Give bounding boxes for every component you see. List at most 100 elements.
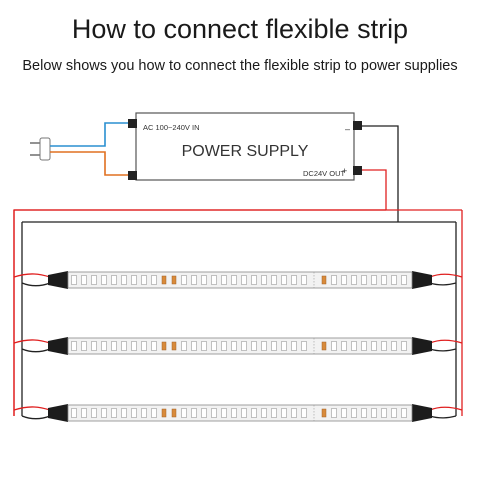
strip-resistor [321,275,327,285]
positive-sign: + [342,166,347,176]
strip-led [241,341,247,351]
strip-led [371,275,377,285]
strip-led [151,408,157,418]
strip-led [381,341,387,351]
strip-led [101,275,107,285]
strip-led [191,341,197,351]
strip-led [391,275,397,285]
strip-resistor [171,275,177,285]
strip-led [331,341,337,351]
strip-led [91,275,97,285]
strip-led [401,341,407,351]
strip-led [351,408,357,418]
strip-led [101,341,107,351]
strip-led [281,408,287,418]
strip-led [131,275,137,285]
strip-led [271,275,277,285]
strip-led [151,275,157,285]
strip-led [81,341,87,351]
strip-led [111,341,117,351]
strip-led [291,341,297,351]
ac-live-wire [50,122,134,147]
strip-led [251,341,257,351]
strip-led [201,341,207,351]
strip-led [281,275,287,285]
power-supply: AC 100~240V IN POWER SUPPLY DC24V OUT – … [128,112,362,181]
strip-led [391,341,397,351]
strip-led [181,408,187,418]
strip-resistor [321,341,327,351]
output-terminal-negative [353,121,362,130]
positive-bus-path [13,209,463,416]
strip-led [381,275,387,285]
strip-led [281,341,287,351]
strip-led [341,341,347,351]
strip-led [201,275,207,285]
strip-led [221,275,227,285]
strip-led [101,408,107,418]
strip-led [241,408,247,418]
strip-led [131,408,137,418]
strip-led [231,408,237,418]
strip-2 [13,337,463,355]
strip-led [291,275,297,285]
strip-led [141,275,147,285]
strip-led [181,275,187,285]
strip-positive-lead-right [429,406,463,411]
strip-positive-lead-left [13,339,51,344]
strip-led [221,341,227,351]
input-label: AC 100~240V IN [143,123,200,132]
strip-led [221,408,227,418]
negative-bus-path [21,221,457,416]
output-terminal-positive [353,166,362,175]
strip-led [201,408,207,418]
strip-led [71,341,77,351]
strip-negative-lead-left [21,415,51,420]
strip-led [381,408,387,418]
ac-plug [30,137,51,161]
strip-led [341,408,347,418]
strip-led [81,275,87,285]
strip-led [331,275,337,285]
strip-end-cap-right [412,404,432,422]
plug-body [39,137,51,161]
strip-led [81,408,87,418]
strip-body [67,337,413,355]
strip-positive-lead-left [13,273,51,278]
strip-led [361,408,367,418]
strip-led [351,341,357,351]
strip-resistor [321,408,327,418]
strip-led [71,275,77,285]
strip-led [371,408,377,418]
strip-positive-lead-left [13,406,51,411]
strip-led [271,408,277,418]
strip-led [401,408,407,418]
strip-negative-lead-right [429,348,457,352]
strip-led [301,275,307,285]
strip-led [111,275,117,285]
strip-led [301,408,307,418]
strip-led [391,408,397,418]
input-terminal-bottom [128,171,137,180]
strip-led [371,341,377,351]
ac-neutral-wire [50,151,134,176]
output-label: DC24V OUT [303,169,346,178]
page-subtitle: Below shows you how to connect the flexi… [22,58,458,74]
strips-layer [13,271,463,422]
strip-led [91,341,97,351]
dc-positive-wire [362,169,387,210]
strip-negative-lead-left [21,282,51,287]
strip-1 [13,271,463,289]
power-supply-body [135,112,355,181]
strip-led [181,341,187,351]
strip-led [231,275,237,285]
strip-resistor [171,408,177,418]
negative-sign: – [345,124,350,134]
strip-negative-lead-right [429,415,457,419]
strip-led [261,275,267,285]
strip-end-cap-left [48,271,68,289]
strip-led [91,408,97,418]
strip-led [251,275,257,285]
strip-led [331,408,337,418]
